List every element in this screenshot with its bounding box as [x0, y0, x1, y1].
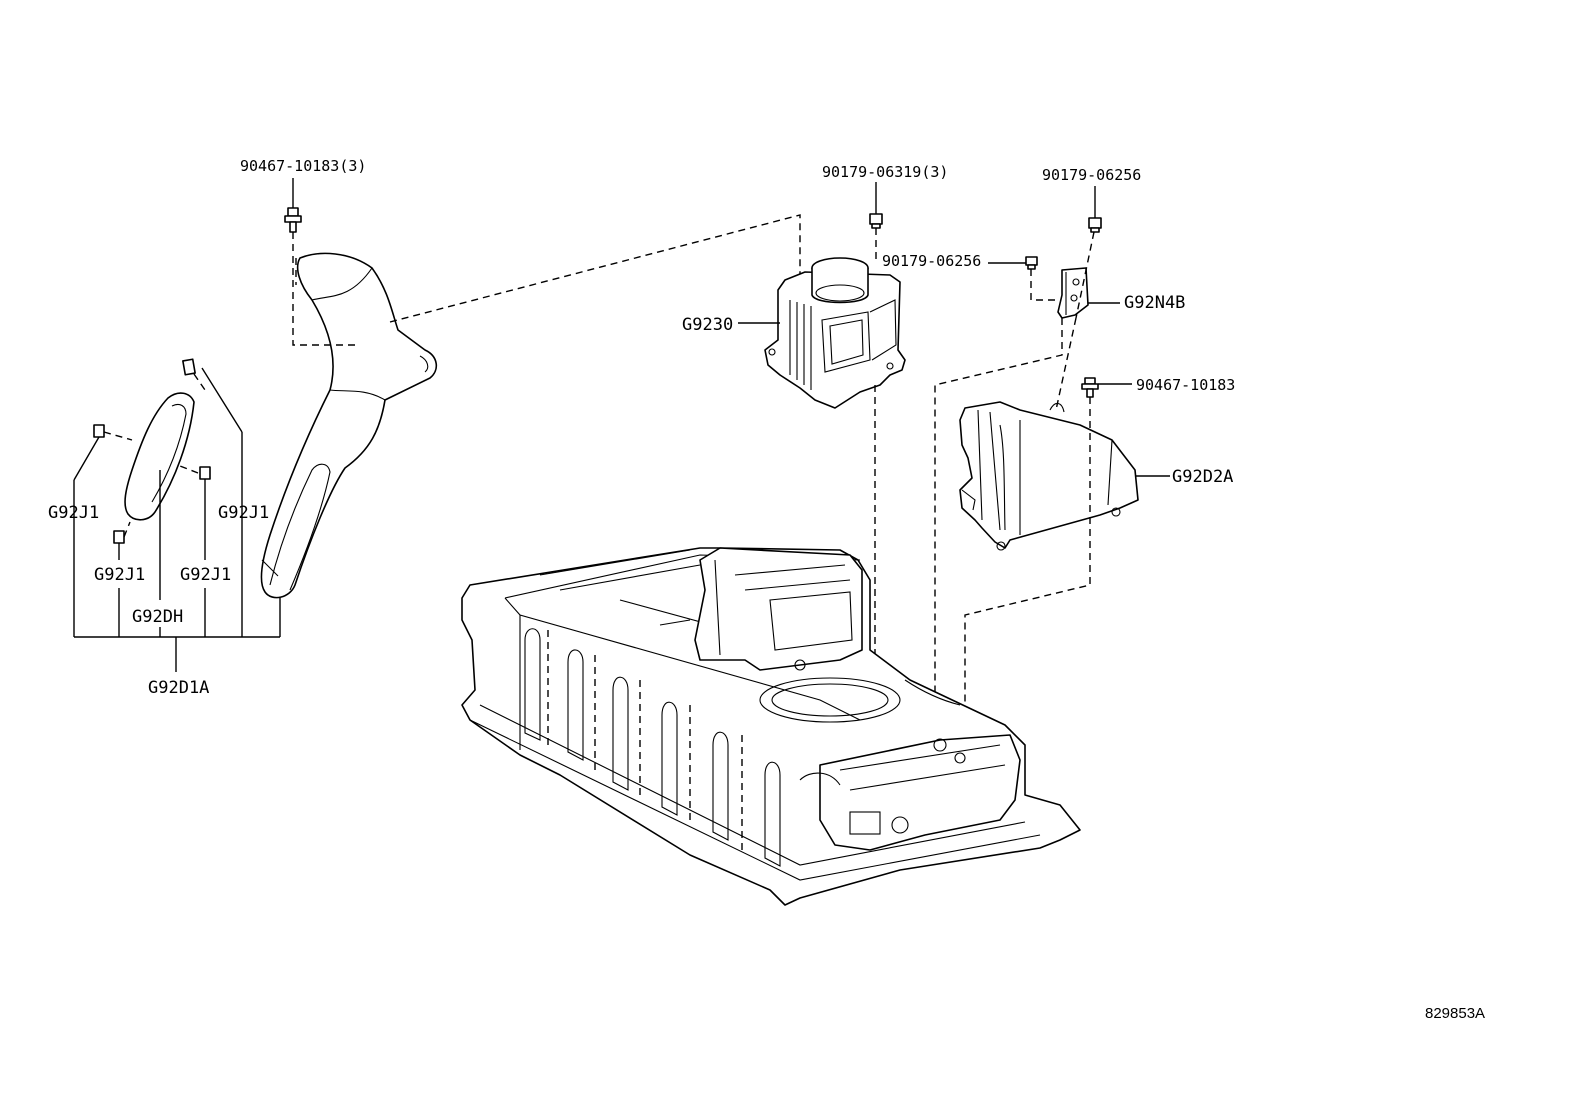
- label-clip-3: G92J1: [94, 565, 145, 585]
- right-intake-duct: [959, 401, 1139, 551]
- label-bolt-top-left: 90467-10183(3): [240, 157, 366, 175]
- nut-center: [869, 182, 883, 229]
- label-fan-assembly: G9230: [682, 315, 733, 335]
- bracket: [1057, 267, 1089, 319]
- nut-right-top: [1088, 186, 1102, 233]
- label-seal: G92DH: [132, 607, 183, 627]
- label-bracket: G92N4B: [1124, 293, 1185, 313]
- label-clip-2: G92J1: [218, 503, 269, 523]
- clip-icon: [113, 530, 125, 544]
- label-nut-center: 90179-06319(3): [822, 163, 948, 181]
- bolt-top-left: [284, 178, 302, 233]
- seal-gasket: [124, 392, 195, 521]
- clip-icon: [199, 466, 211, 480]
- label-bolt-right: 90467-10183: [1136, 376, 1235, 394]
- label-nut-mid: 90179-06256: [882, 252, 981, 270]
- bolt-right: [1081, 377, 1099, 398]
- label-clip-4: G92J1: [180, 565, 231, 585]
- left-intake-duct: [260, 252, 438, 599]
- label-clip-1: G92J1: [48, 503, 99, 523]
- label-duct-left: G92D1A: [148, 678, 209, 698]
- label-nut-right-top: 90179-06256: [1042, 166, 1141, 184]
- battery-pack: [461, 547, 1081, 906]
- label-duct-right: G92D2A: [1172, 467, 1233, 487]
- diagram-reference-code: 829853A: [1425, 1005, 1485, 1022]
- left-leader-lines: [73, 367, 281, 672]
- clip-icon: [93, 424, 105, 438]
- nut-mid: [1025, 256, 1038, 270]
- clip-icon: [182, 358, 196, 376]
- blower-fan-assembly: [764, 257, 906, 409]
